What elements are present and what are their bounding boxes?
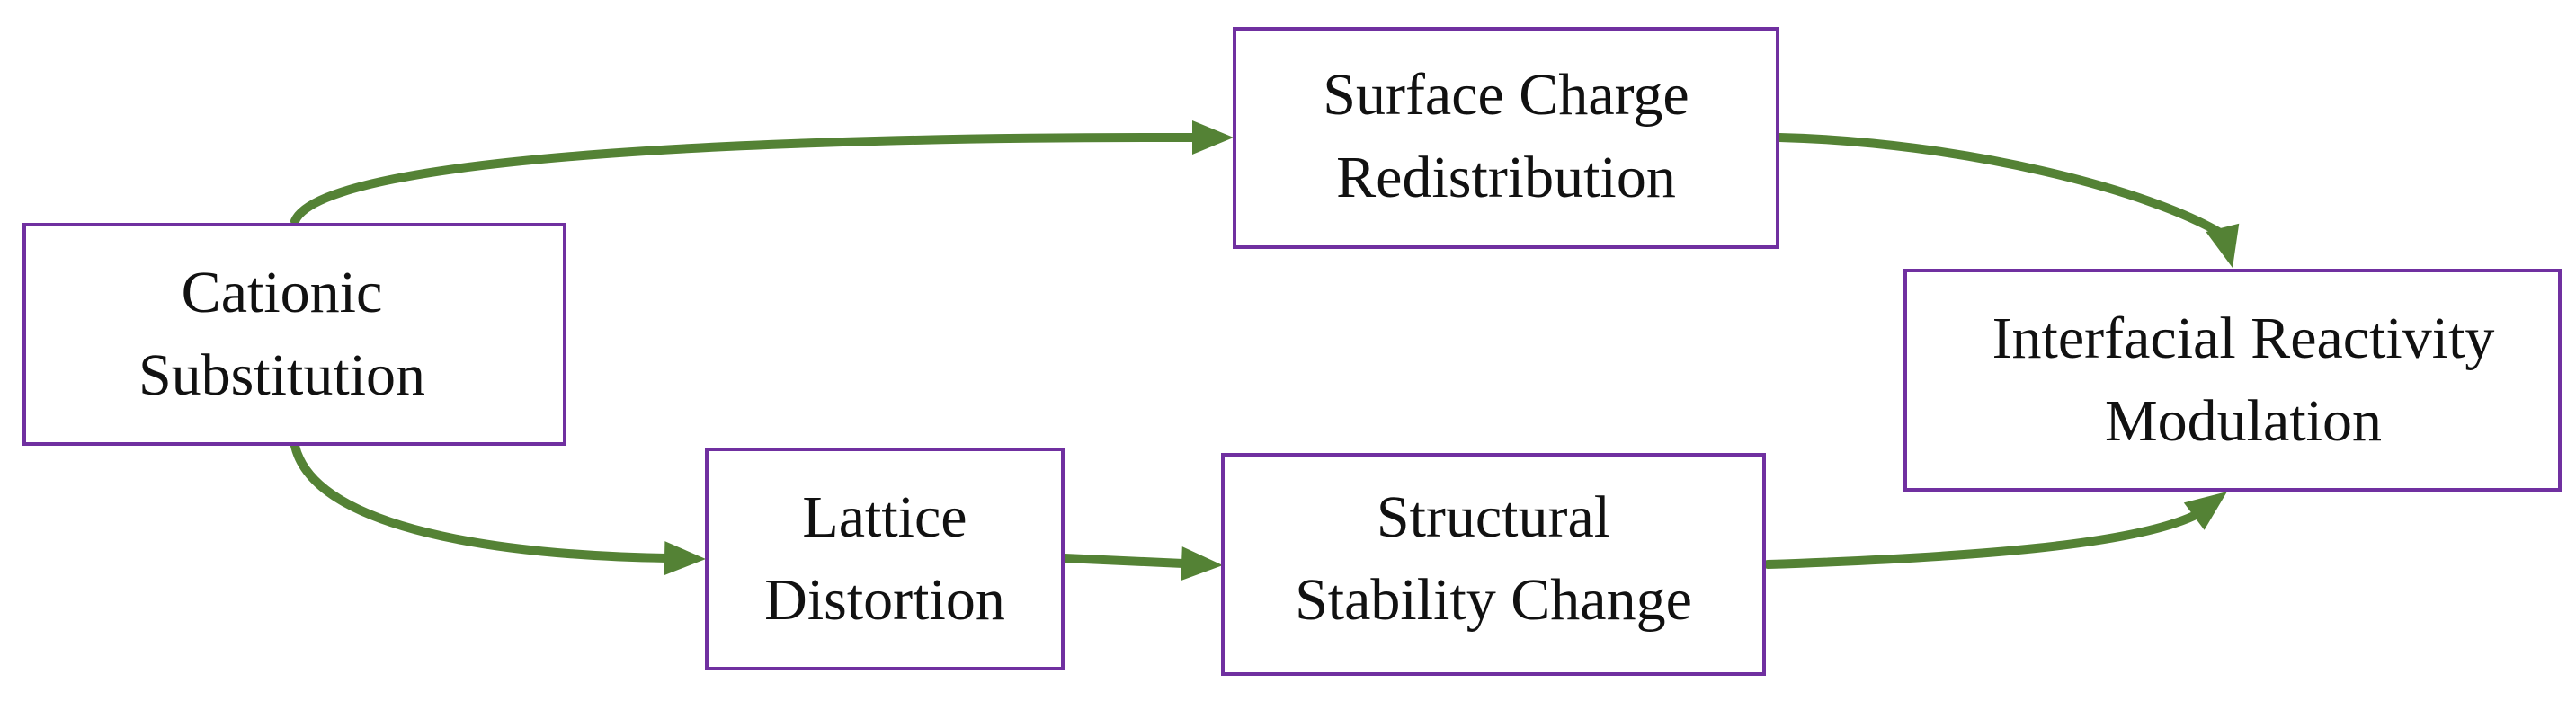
cationic-substitution-box: Cationic Substitution — [22, 223, 566, 446]
cationic-substitution-line2: Substitution — [138, 342, 426, 408]
arrowhead-cationic-lattice — [664, 541, 706, 576]
lattice-distortion-box: Lattice Distortion — [705, 448, 1065, 670]
arrowhead-cationic-surface — [1192, 120, 1234, 155]
interfacial-reactivity-modulation-line1: Interfacial Reactivity — [1992, 306, 2495, 371]
arrow-cationic-lattice — [290, 441, 672, 563]
arrowhead-lattice-structural — [1181, 546, 1223, 581]
arrowhead-surface-interfacial — [2206, 223, 2240, 268]
lattice-distortion-line1: Lattice — [802, 484, 967, 550]
surface-charge-redistribution-line2: Redistribution — [1336, 144, 1676, 210]
structural-stability-change-line2: Stability Change — [1295, 567, 1692, 633]
arrowhead-structural-interfacial — [2183, 492, 2227, 530]
structural-stability-change-line1: Structural — [1376, 484, 1611, 550]
surface-charge-redistribution-box: Surface Charge Redistribution — [1233, 27, 1779, 249]
arrow-structural-interfacial — [1763, 511, 2198, 569]
arrow-cationic-surface — [290, 132, 1199, 226]
lattice-distortion-line2: Distortion — [764, 567, 1005, 633]
cationic-substitution-line1: Cationic — [181, 260, 383, 325]
interfacial-reactivity-modulation-box: Interfacial Reactivity Modulation — [1903, 269, 2562, 492]
arrow-surface-interfacial — [1775, 133, 2229, 240]
interfacial-reactivity-modulation-line2: Modulation — [2105, 388, 2382, 454]
arrow-lattice-structural — [1060, 554, 1188, 568]
structural-stability-change-box: Structural Stability Change — [1221, 453, 1766, 676]
surface-charge-redistribution-line1: Surface Charge — [1323, 61, 1689, 128]
